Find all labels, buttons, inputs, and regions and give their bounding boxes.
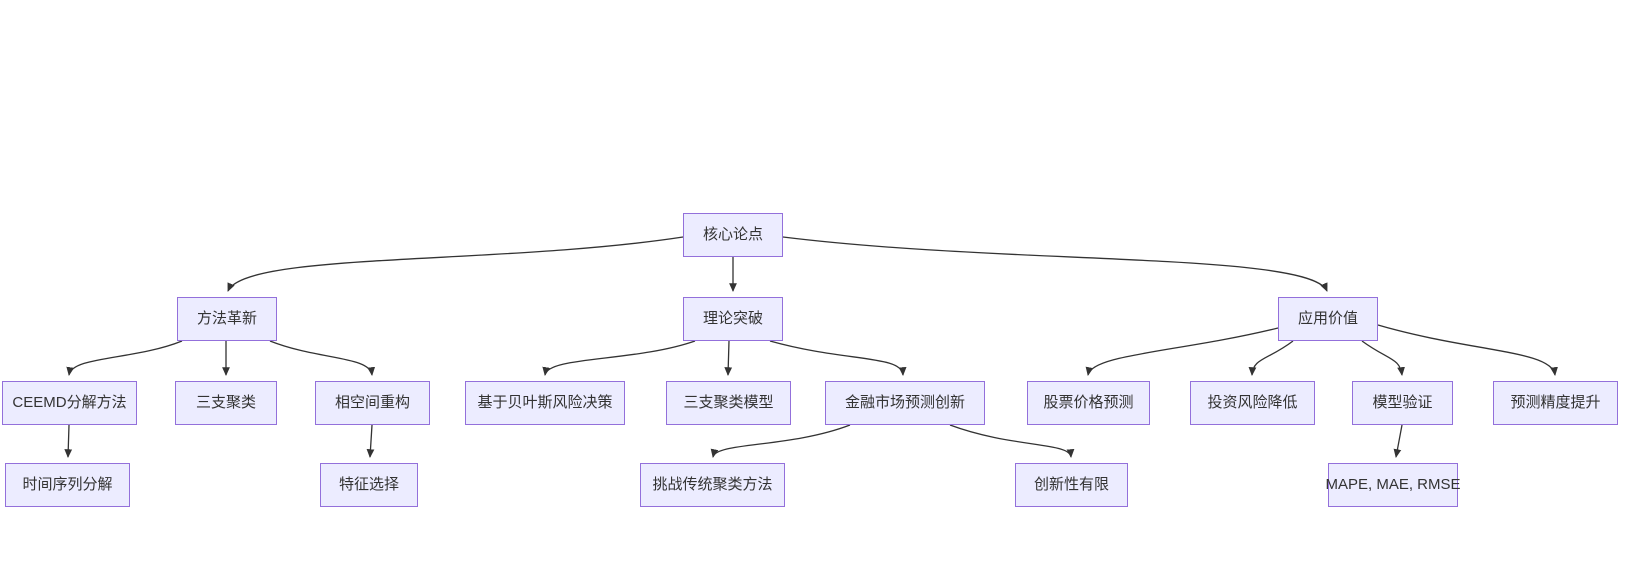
node-limited-innovation: 创新性有限: [1015, 463, 1128, 507]
node-model-validation: 模型验证: [1352, 381, 1453, 425]
node-time-series-decomposition: 时间序列分解: [5, 463, 130, 507]
edge-core-to-method: [227, 236, 684, 292]
node-core-argument: 核心论点: [683, 213, 783, 257]
node-challenge-traditional-clustering: 挑战传统聚类方法: [640, 463, 785, 507]
node-feature-selection: 特征选择: [320, 463, 418, 507]
node-financial-market-innovation: 金融市场预测创新: [825, 381, 985, 425]
edge-method-to-ceemd: [66, 340, 183, 376]
edge-theory-to-three-way-model: [724, 340, 733, 376]
edge-application-to-accuracy-improvement: [1377, 324, 1558, 376]
edge-core-to-application: [782, 236, 1328, 292]
edge-phase-space-to-feature-selection: [366, 424, 375, 458]
edge-market-innovation-to-limited-innovation: [949, 424, 1075, 458]
node-evaluation-metrics: MAPE, MAE, RMSE: [1325, 463, 1461, 507]
edge-application-to-risk-reduction: [1248, 340, 1294, 376]
node-stock-price-prediction: 股票价格预测: [1027, 381, 1150, 425]
node-investment-risk-reduction: 投资风险降低: [1190, 381, 1315, 425]
edge-ceemd-to-time-series: [64, 424, 73, 458]
node-bayes-risk-decision: 基于贝叶斯风险决策: [465, 381, 625, 425]
edge-theory-to-market-innovation: [769, 340, 907, 376]
node-three-way-clustering-model: 三支聚类模型: [666, 381, 791, 425]
node-three-way-clustering: 三支聚类: [175, 381, 277, 425]
edge-model-validation-to-metrics: [1393, 424, 1403, 458]
node-theory-breakthrough: 理论突破: [683, 297, 783, 341]
node-application-value: 应用价值: [1278, 297, 1378, 341]
node-phase-space-reconstruction: 相空间重构: [315, 381, 430, 425]
edge-application-to-model-validation: [1361, 340, 1405, 376]
node-method-innovation: 方法革新: [177, 297, 277, 341]
edge-application-to-stock-prediction: [1085, 327, 1279, 376]
node-ceemd-decomposition: CEEMD分解方法: [2, 381, 137, 425]
edge-theory-to-bayes-risk: [542, 340, 696, 376]
node-prediction-accuracy-improvement: 预测精度提升: [1493, 381, 1618, 425]
edge-method-to-phase-space: [269, 340, 376, 376]
edge-market-innovation-to-challenge-clustering: [710, 424, 851, 458]
